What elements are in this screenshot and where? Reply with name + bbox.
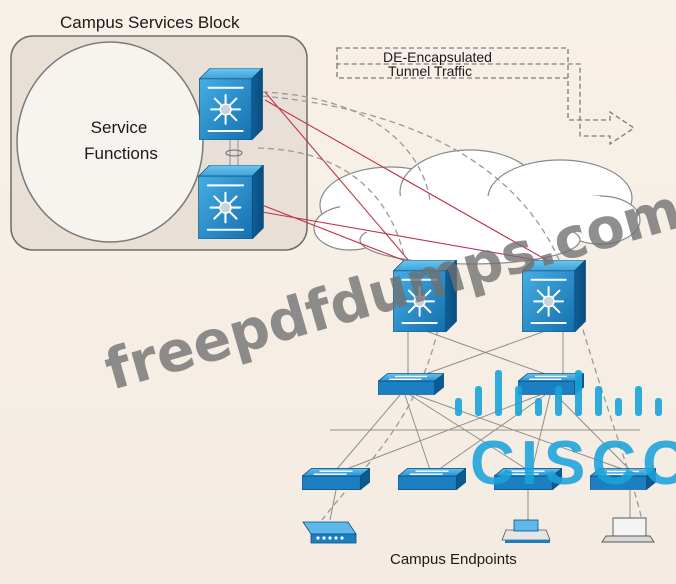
distribution-switch-right (518, 373, 584, 395)
block-title: Campus Services Block (60, 13, 240, 32)
tunnel-paths (257, 91, 643, 521)
tunnel-arrow (336, 47, 636, 146)
distribution-switch-left (378, 373, 444, 395)
access-switch-2 (398, 468, 466, 490)
cisco-logo-icon (455, 370, 662, 416)
service-functions-label-line2: Functions (84, 144, 158, 163)
access-switch-1 (302, 468, 370, 490)
tunnel-label-line1: DE-Encapsulated (383, 49, 492, 65)
service-functions-label-line1: Service (91, 118, 148, 137)
ip-phone-icon (302, 521, 357, 544)
tunnel-label-line2: Tunnel Traffic (388, 63, 472, 79)
service-functions-oval (16, 41, 204, 243)
gray-links (229, 138, 640, 521)
service-block-switch-bottom (197, 165, 265, 239)
telephone-icon (501, 519, 551, 543)
campus-endpoints-label: Campus Endpoints (390, 551, 517, 568)
laptop-icon (601, 517, 655, 543)
service-block-switch-top (198, 68, 264, 140)
red-links (261, 91, 551, 263)
cisco-logo-text: CISCO (470, 429, 676, 498)
